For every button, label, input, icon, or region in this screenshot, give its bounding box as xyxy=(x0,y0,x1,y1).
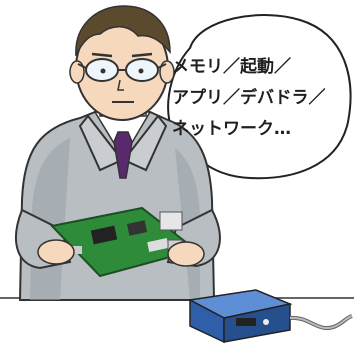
speech-line-1: メモリ／起動／ xyxy=(172,57,291,77)
tie xyxy=(113,131,133,179)
speech-line-3: ネットワーク… xyxy=(172,119,291,139)
circuit-board xyxy=(37,206,205,278)
debugger-device xyxy=(187,289,353,344)
hair xyxy=(75,5,171,57)
speech-bubble-text: メモリ／起動／ アプリ／デバドラ／ ネットワーク… xyxy=(172,52,348,145)
speech-line-2: アプリ／デバドラ／ xyxy=(172,88,326,108)
